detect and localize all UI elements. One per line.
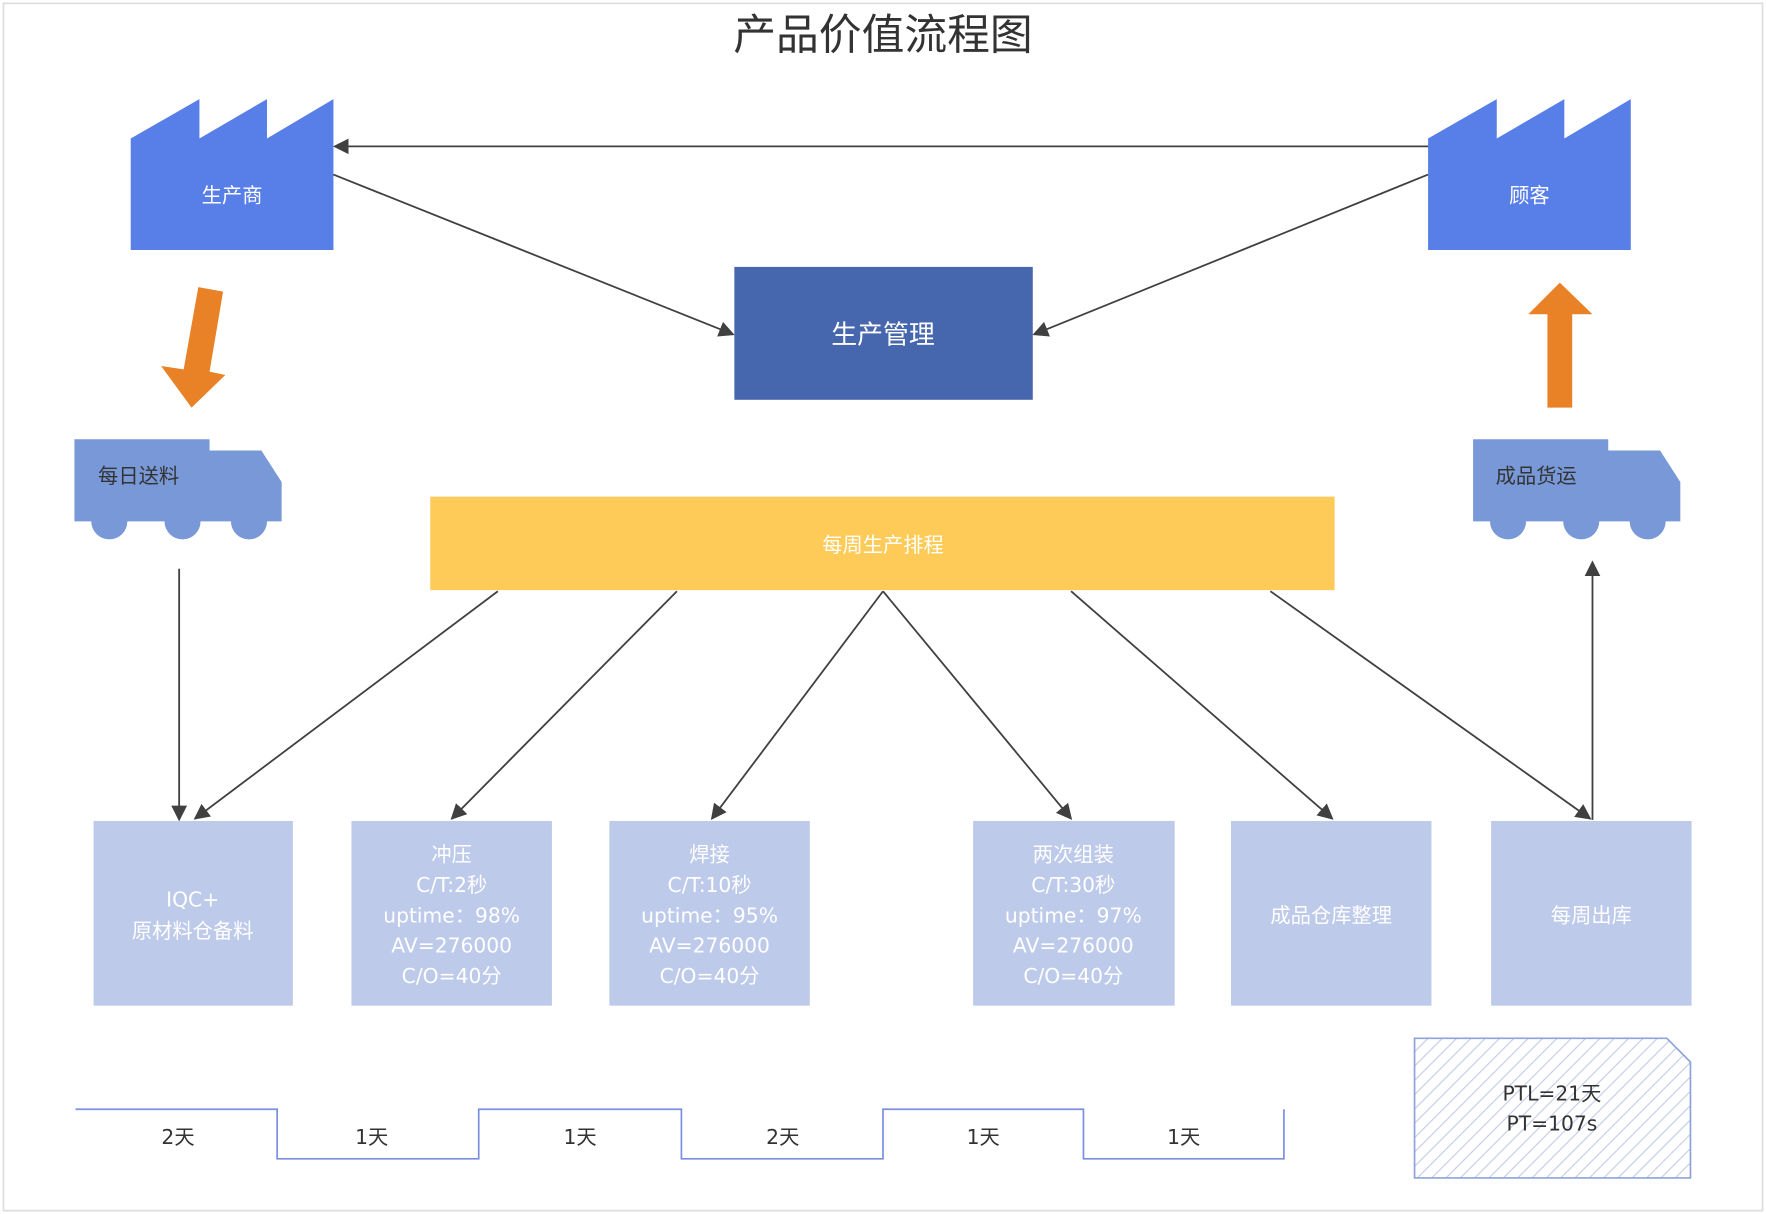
lead-time-summary: PTL=21天 PT=107s (1413, 1037, 1692, 1179)
schedule-arrow (710, 590, 884, 820)
process-line: AV=276000 (1013, 934, 1134, 958)
customer-to-control-arrow (1032, 173, 1429, 337)
process-line: uptime：98% (383, 903, 520, 927)
production-control-label: 生产管理 (831, 320, 935, 350)
ptl-text: PTL=21天 (1502, 1081, 1601, 1105)
process-shipping[interactable]: 每周出库 (1491, 820, 1692, 1006)
process-line: C/T:2秒 (416, 873, 487, 897)
process-assembly[interactable]: 两次组装 C/T:30秒 uptime：97% AV=276000 C/O=40… (973, 820, 1175, 1006)
schedule-arrow (1070, 590, 1334, 820)
process-line: C/O=40分 (1023, 964, 1123, 988)
process-warehouse[interactable]: 成品仓库整理 (1230, 820, 1432, 1006)
outbound-truck[interactable]: 成品货运 (1473, 439, 1681, 540)
truck-icon (1473, 439, 1681, 522)
process-welding[interactable]: 焊接 C/T:10秒 uptime：95% AV=276000 C/O=40分 (609, 820, 810, 1006)
supplier-to-control-arrow (333, 173, 735, 337)
timeline-label: 2天 (766, 1125, 799, 1149)
supplier-label: 生产商 (202, 184, 263, 208)
supplier-factory[interactable]: 生产商 (130, 99, 334, 251)
process-line: C/O=40分 (402, 964, 502, 988)
page-title: 产品价值流程图 (733, 11, 1032, 61)
timeline-label: 1天 (1167, 1125, 1200, 1149)
timeline-label: 1天 (563, 1125, 596, 1149)
outbound-truck-label: 成品货运 (1496, 464, 1577, 488)
process-line: 成品仓库整理 (1270, 903, 1392, 927)
factory-icon (1428, 99, 1631, 251)
customer-label: 顾客 (1509, 184, 1550, 208)
process-line: 焊接 (689, 843, 730, 867)
process-line: 原材料仓备料 (132, 919, 254, 943)
process-line: uptime：95% (641, 903, 778, 927)
process-iqc[interactable]: IQC+ 原材料仓备料 (93, 820, 293, 1006)
process-line: IQC+ (166, 888, 219, 912)
factory-icon (130, 99, 334, 251)
process-line: C/T:10秒 (668, 873, 752, 897)
truck-icon (74, 439, 282, 522)
process-line: 冲压 (431, 843, 472, 867)
pt-text: PT=107s (1507, 1112, 1598, 1136)
process-line: 两次组装 (1033, 843, 1114, 867)
timeline-ladder (75, 1108, 1285, 1160)
push-arrow-down-icon (161, 287, 226, 408)
process-line: uptime：97% (1005, 903, 1142, 927)
timeline-label: 1天 (355, 1125, 388, 1149)
process-line: C/O=40分 (660, 964, 760, 988)
timeline-label: 2天 (161, 1125, 194, 1149)
schedule-arrow (450, 590, 678, 820)
process-stamping[interactable]: 冲压 C/T:2秒 uptime：98% AV=276000 C/O=40分 (351, 820, 552, 1006)
process-line: AV=276000 (649, 934, 770, 958)
production-control-box[interactable]: 生产管理 (734, 266, 1033, 400)
schedule-arrow (193, 590, 499, 820)
inbound-truck-label: 每日送料 (98, 464, 179, 488)
inbound-truck[interactable]: 每日送料 (74, 439, 282, 540)
weekly-schedule-bar[interactable]: 每周生产排程 (430, 496, 1335, 591)
schedule-arrow (1269, 590, 1592, 820)
process-line: AV=276000 (391, 934, 512, 958)
customer-factory[interactable]: 顾客 (1428, 99, 1631, 251)
timeline-label: 1天 (967, 1125, 1000, 1149)
push-arrow-up-icon (1528, 282, 1593, 408)
schedule-label: 每周生产排程 (822, 533, 944, 557)
process-line: 每周出库 (1551, 903, 1632, 927)
schedule-arrow (882, 590, 1073, 820)
process-line: C/T:30秒 (1031, 873, 1115, 897)
